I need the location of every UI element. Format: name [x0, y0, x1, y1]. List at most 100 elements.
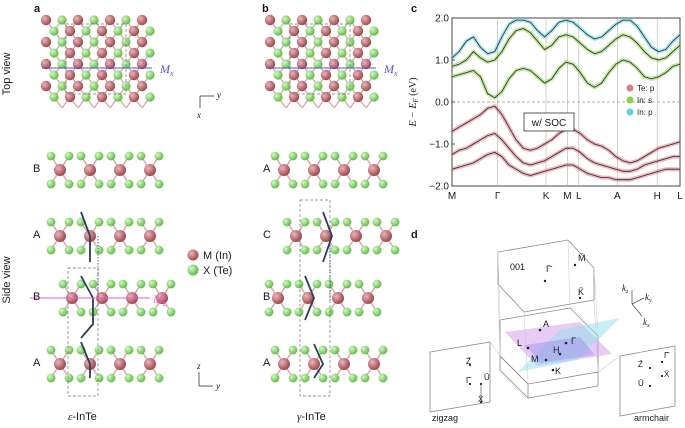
te-atom: [121, 15, 131, 25]
side-view-label: Side view: [1, 256, 13, 303]
te-atom: [76, 373, 86, 383]
te-atom: [360, 179, 370, 189]
bond-path-a3: [80, 341, 91, 378]
te-atom: [124, 151, 134, 161]
te-atom: [46, 151, 56, 161]
te-atom: [148, 279, 158, 289]
te-atom: [312, 245, 322, 255]
te-atom: [312, 279, 322, 289]
zigzag-point-label-0: Z̄: [466, 357, 471, 366]
te-atom: [113, 92, 123, 102]
te-atom: [337, 26, 347, 36]
te-atom: [288, 151, 298, 161]
in-atom: [64, 25, 76, 37]
te-atom: [148, 307, 158, 317]
te-atom: [136, 345, 146, 355]
te-atom: [154, 345, 164, 355]
te-atom: [282, 245, 292, 255]
te-atom: [46, 345, 56, 355]
te-atom: [46, 373, 56, 383]
in-atom: [128, 47, 140, 59]
te-atom: [360, 373, 370, 383]
te-atom: [330, 151, 340, 161]
bulk-point-label-3: H: [553, 345, 560, 355]
in-atom: [360, 14, 372, 26]
bulk-point-label-0: A: [543, 319, 549, 329]
surface-bz-hex: [497, 239, 595, 313]
projection-line: [597, 355, 621, 373]
te-atom: [94, 373, 104, 383]
in-atom: [54, 164, 66, 176]
in-atom: [328, 80, 340, 92]
in-atom: [136, 14, 148, 26]
te-atom: [264, 279, 274, 289]
in-atom: [136, 80, 148, 92]
x-tick-label: M: [563, 191, 571, 202]
x-tick-label: Γ: [495, 191, 501, 202]
te-atom: [390, 217, 400, 227]
te-atom: [106, 345, 116, 355]
x-tick-label: L: [677, 191, 683, 202]
te-atom: [300, 179, 310, 189]
te-atom: [372, 279, 382, 289]
svg-text:z: z: [196, 361, 201, 371]
kx-axis: [631, 303, 643, 317]
layer-b4: [270, 345, 388, 383]
band-series-1: [451, 28, 681, 67]
in-atom: [352, 69, 364, 81]
in-atom: [296, 80, 308, 92]
in-atom: [360, 58, 372, 70]
top-view-lattice: [264, 14, 379, 109]
te-atom: [330, 217, 340, 227]
te-atom: [57, 81, 67, 91]
in-atom: [128, 25, 140, 37]
te-atom: [89, 59, 99, 69]
k-axis-label-0: kz: [622, 283, 629, 295]
in-atom: [320, 25, 332, 37]
in-atom: [352, 25, 364, 37]
te-atom: [312, 307, 322, 317]
side-view-axes: z y: [196, 361, 220, 391]
projection-line: [489, 341, 501, 357]
te-atom: [49, 48, 59, 58]
te-atom: [354, 279, 364, 289]
te-atom: [305, 48, 315, 58]
layer-b3: [264, 279, 382, 317]
te-atom: [113, 48, 123, 58]
te-atom: [288, 373, 298, 383]
in-atom: [64, 69, 76, 81]
stacking-label-a: A: [33, 229, 41, 241]
te-atom: [136, 307, 146, 317]
legend-swatch-0: [626, 84, 634, 92]
in-atom: [136, 58, 148, 70]
armchair-point-label-1: Γ̄: [664, 351, 670, 360]
te-atom: [49, 26, 59, 36]
te-atom: [300, 217, 310, 227]
te-atom: [305, 26, 315, 36]
te-atom: [136, 151, 146, 161]
te-atom: [145, 48, 155, 58]
bulk-point-1: [526, 346, 530, 350]
in-atom: [64, 91, 76, 103]
te-atom: [360, 217, 370, 227]
stacking-label-a: B: [33, 163, 40, 175]
k-axis-label-1: ky: [645, 292, 652, 304]
te-atom: [294, 279, 304, 289]
te-atom: [378, 345, 388, 355]
x-tick-label: M: [448, 191, 456, 202]
in-atom: [84, 164, 96, 176]
in-atom: [320, 47, 332, 59]
in-atom: [320, 91, 332, 103]
te-atom: [89, 15, 99, 25]
te-atom: [57, 59, 67, 69]
zigzag-label: zigzag: [432, 413, 458, 423]
te-atom: [57, 15, 67, 25]
m-bar-point: [573, 263, 577, 267]
panel-b-label: b: [262, 3, 269, 15]
te-atom: [81, 92, 91, 102]
te-atom: [81, 26, 91, 36]
in-atom: [332, 292, 344, 304]
te-atom: [273, 70, 283, 80]
